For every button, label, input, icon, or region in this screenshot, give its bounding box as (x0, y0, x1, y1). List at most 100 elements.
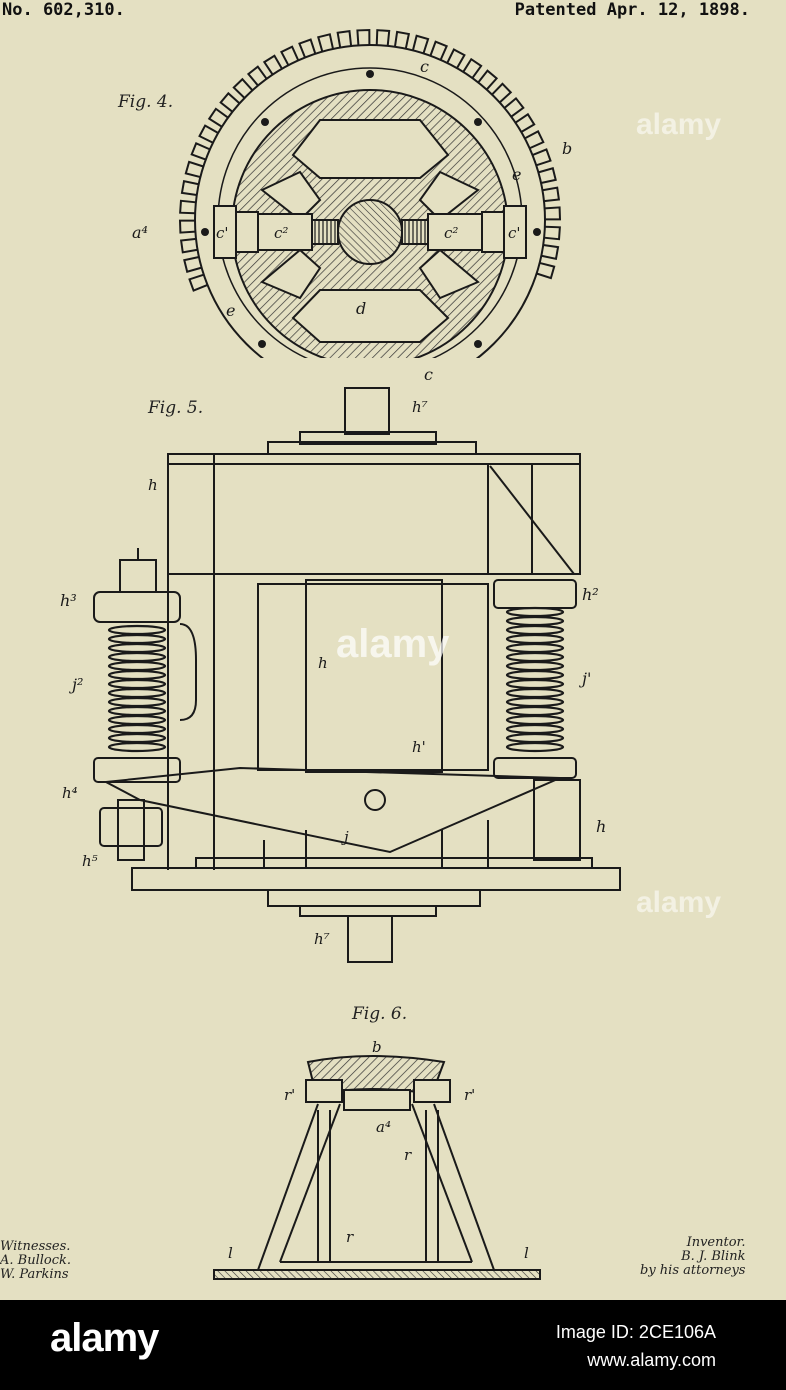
brand-logo[interactable]: alamy (50, 1316, 158, 1361)
inventor-attorneys: by his attorneys (640, 1264, 745, 1278)
spring-coil (109, 734, 165, 742)
right-spring (507, 608, 563, 751)
gear-tooth (181, 239, 197, 252)
left-spring (109, 626, 165, 751)
fig5-label-h7-bottom: h⁷ (314, 930, 330, 948)
fig5-label-h4: h⁴ (62, 784, 78, 802)
fig5-label-j1: j' (579, 669, 591, 688)
spring-coil (109, 662, 165, 670)
fig6-label-r-mid: r (346, 1228, 354, 1246)
spring-coil (109, 653, 165, 661)
inventor-title: Inventor. (640, 1236, 745, 1250)
fig5-label-j2: j² (69, 675, 83, 694)
fig5-label-h-left: h (148, 476, 158, 494)
gear-tooth (180, 201, 196, 213)
gear-tooth (357, 30, 369, 45)
spring-coil (507, 725, 563, 733)
fig4-label-c-top: c (420, 57, 429, 76)
witnesses-block: Witnesses. A. Bullock. W. Parkins (0, 1240, 71, 1282)
fig6-label-r-right: r (404, 1146, 412, 1164)
spring-coil (507, 680, 563, 688)
spring-coil (109, 626, 165, 634)
gear-tooth (377, 30, 389, 46)
fig4-label-e-right: e (512, 165, 521, 184)
gear-tooth (515, 114, 534, 132)
site-url[interactable]: www.alamy.com (587, 1350, 716, 1371)
watermark: alamy (636, 108, 721, 142)
gear-tooth (264, 56, 282, 75)
spring-coil (507, 626, 563, 634)
gear-tooth (504, 98, 523, 116)
spring-coil (109, 743, 165, 751)
fig6-label-r1-left: r' (284, 1086, 295, 1104)
gear-tooth (221, 93, 240, 111)
witnesses-title: Witnesses. (0, 1240, 71, 1254)
spring-coil (109, 635, 165, 643)
gear-tooth (248, 67, 266, 86)
gear-tooth (545, 207, 560, 219)
fig5-label-h3: h³ (60, 591, 77, 610)
fig5-label-h-mid: h (318, 654, 328, 672)
spring-coil (507, 653, 563, 661)
spring-coil (109, 716, 165, 724)
fig6-label-b: b (372, 1038, 382, 1056)
gear-tooth (544, 227, 560, 239)
gear-tooth (463, 59, 481, 78)
spring-coil (109, 644, 165, 652)
fig4-label-b: b (562, 139, 572, 158)
gear-tooth (338, 31, 351, 47)
gear-tooth (478, 71, 496, 90)
inventor-block: Inventor. B. J. Blink by his attorneys (640, 1236, 745, 1278)
spring-coil (507, 662, 563, 670)
fig5-label-j: j (341, 828, 349, 846)
witness-1: A. Bullock. (0, 1254, 71, 1268)
spring-coil (109, 725, 165, 733)
spring-coil (507, 716, 563, 724)
fig5-title: Fig. 5. (148, 398, 203, 418)
fig5-label-h5: h⁵ (82, 852, 98, 870)
fig5-label-h7-top: h⁷ (412, 398, 428, 416)
fig4-label-c2-left: c² (274, 224, 288, 242)
spring-coil (507, 671, 563, 679)
watermark: alamy (636, 886, 721, 920)
spring-coil (109, 671, 165, 679)
spring-coil (507, 707, 563, 715)
gear-tooth (209, 109, 228, 127)
inventor-name: B. J. Blink (640, 1250, 745, 1264)
fig5-label-h2: h² (582, 585, 599, 604)
fig5-label-h-right: h (596, 817, 606, 836)
fig5-spring-mount (94, 388, 620, 962)
fig4-label-a4: a⁴ (132, 223, 148, 242)
fig6-label-l-left: l (228, 1244, 233, 1262)
spring-coil (109, 698, 165, 706)
spring-coil (507, 644, 563, 652)
gear-tooth (492, 84, 511, 103)
spring-coil (507, 635, 563, 643)
gear-tooth (180, 221, 195, 233)
fig6-bracket (214, 1056, 540, 1279)
fig6-label-r1-right: r' (464, 1086, 475, 1104)
fig4-title: Fig. 4. (118, 92, 173, 112)
fig6-title: Fig. 6. (352, 1004, 407, 1024)
spring-coil (109, 689, 165, 697)
fig4-label-c-bottom: c (424, 365, 433, 384)
gear-tooth (234, 79, 253, 98)
spring-coil (507, 608, 563, 616)
fig4-label-c1-right: c' (508, 224, 521, 242)
fig4-gear-section (180, 30, 560, 398)
image-id: Image ID: 2CE106A (556, 1322, 716, 1343)
witness-2: W. Parkins (0, 1268, 71, 1282)
fig4-label-c2-right: c² (444, 224, 458, 242)
watermark: alamy (336, 622, 449, 667)
spring-coil (507, 743, 563, 751)
spring-coil (109, 680, 165, 688)
fig4-label-d: d (356, 299, 366, 318)
fig4-label-e-left: e (226, 301, 235, 320)
patent-sheet: No. 602,310. Patented Apr. 12, 1898. (0, 0, 786, 1300)
spring-coil (507, 698, 563, 706)
fig6-label-l-right: l (524, 1244, 529, 1262)
spring-coil (507, 689, 563, 697)
fig4-label-c1-left: c' (216, 224, 229, 242)
spring-coil (109, 707, 165, 715)
spring-coil (507, 734, 563, 742)
